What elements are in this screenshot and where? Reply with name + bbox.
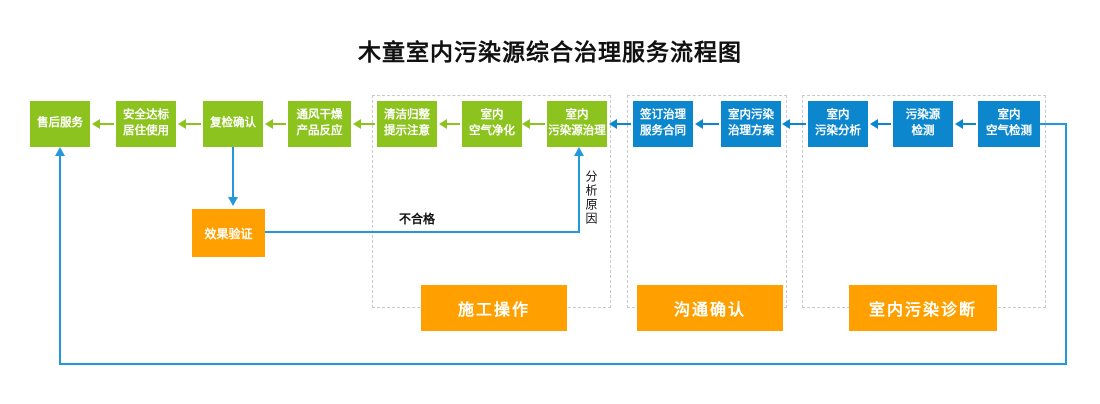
flow-arrow-left-icon: [609, 118, 631, 130]
flow-arrow-left-icon: [265, 118, 286, 130]
flow-arrow-left-icon: [782, 118, 806, 130]
stage-construction-label: 施工操作: [421, 285, 567, 331]
cleanup-reminder-node: 清洁归整 提示注意: [377, 101, 437, 147]
pollution-source-testing-node: 污染源 检测: [893, 101, 953, 147]
fail-label: 不合格: [399, 212, 436, 226]
arrowhead-down-icon: [228, 197, 238, 206]
stage-communication-label: 沟通确认: [637, 285, 783, 331]
flow-arrow-left-icon: [955, 118, 976, 130]
ventilation-drying-node: 通风干燥 产品反应: [288, 101, 351, 147]
flow-arrow-left-icon: [92, 118, 114, 130]
flow-arrow-left-icon: [353, 118, 375, 130]
flow-arrow-left-icon: [695, 118, 719, 130]
effect-verification-node: 效果验证: [192, 209, 265, 257]
pollution-analysis-node: 室内 污染分析: [808, 101, 868, 147]
analyze-cause-label: 分析原因: [584, 170, 598, 226]
air-purification-node: 室内 空气净化: [462, 101, 522, 147]
flow-arrow-left-icon: [870, 118, 891, 130]
treatment-plan-node: 室内污染 治理方案: [721, 101, 781, 147]
arrowhead-up-icon: [55, 147, 65, 156]
recheck-confirm-node: 复检确认: [203, 101, 263, 147]
page-title: 木童室内污染源综合治理服务流程图: [358, 39, 742, 65]
arrowhead-up-icon: [574, 147, 584, 156]
stage-diagnosis-label: 室内污染诊断: [849, 285, 997, 331]
pollution-source-treatment-node: 室内 污染源治理: [547, 101, 607, 147]
flow-arrow-left-icon: [522, 118, 545, 130]
flow-arrow-left-icon: [439, 118, 460, 130]
flow-arrow-left-icon: [178, 118, 201, 130]
safety-standard-node: 安全达标 居住使用: [116, 101, 176, 147]
sign-contract-node: 签订治理 服务合同: [633, 101, 693, 147]
after-sales-service-node: 售后服务: [30, 101, 90, 147]
air-testing-node: 室内 空气检测: [978, 101, 1040, 147]
